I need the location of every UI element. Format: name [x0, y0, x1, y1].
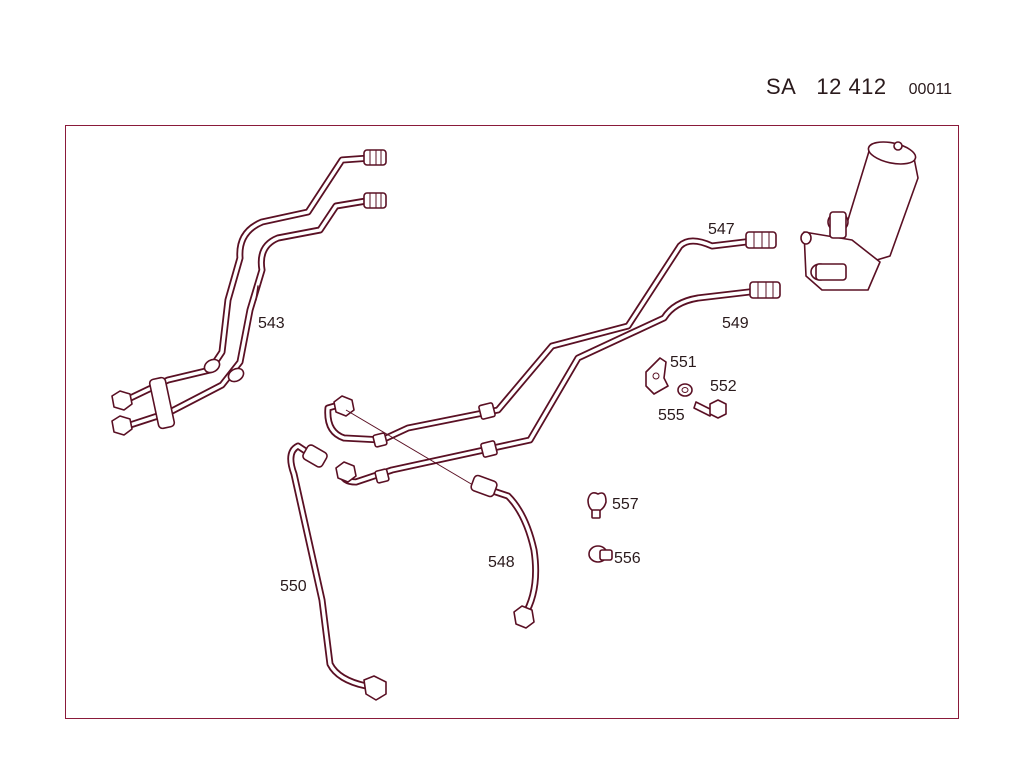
callout-557: 557: [612, 496, 639, 513]
callout-555: 555: [658, 407, 685, 424]
callout-550: 550: [280, 578, 307, 595]
pump-unit[interactable]: [800, 138, 919, 291]
bolt-552[interactable]: [693, 399, 727, 419]
diagram-prefix: SA: [766, 74, 797, 99]
callout-551: 551: [670, 354, 697, 371]
clamp-556[interactable]: [588, 545, 613, 563]
washer-555[interactable]: [677, 383, 693, 397]
callout-547: 547: [708, 221, 735, 238]
callout-543: 543: [258, 315, 285, 332]
pipe-543[interactable]: [111, 149, 387, 436]
drawing-frame: [65, 125, 959, 719]
callout-552: 552: [710, 378, 737, 395]
bracket-551[interactable]: [645, 357, 669, 395]
callout-556: 556: [614, 550, 641, 567]
pipe-549[interactable]: [335, 281, 781, 486]
diagram-reference: SA 12 412 00011: [766, 74, 952, 100]
callout-549: 549: [722, 315, 749, 332]
diagram-code: 00011: [908, 81, 952, 98]
clip-557[interactable]: [587, 492, 607, 519]
pipe-547[interactable]: [324, 231, 777, 448]
diagram-number: 12 412: [816, 74, 887, 99]
callout-548: 548: [488, 554, 515, 571]
pipe-548[interactable]: [345, 409, 540, 629]
pipe-550[interactable]: [287, 442, 387, 701]
